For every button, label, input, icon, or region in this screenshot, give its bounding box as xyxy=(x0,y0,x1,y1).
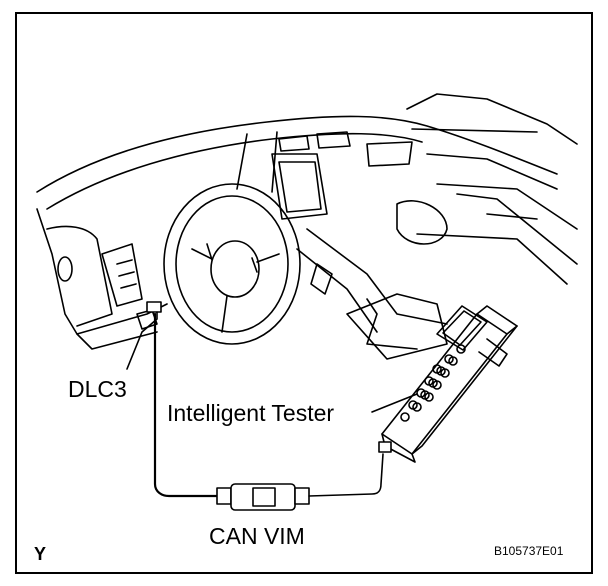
leader-tester xyxy=(371,393,418,413)
cable-dlc3-to-vim xyxy=(153,312,219,498)
diagram-frame: DLC3 Intelligent Tester CAN VIM Y B10573… xyxy=(15,12,593,574)
can-vim-module xyxy=(216,453,384,511)
figure-code: B105737E01 xyxy=(494,544,564,558)
corner-mark: Y xyxy=(34,544,47,564)
dlc3-label: DLC3 xyxy=(68,376,127,402)
can-vim-label: CAN VIM xyxy=(209,523,305,549)
steering-wheel xyxy=(163,183,301,345)
intelligent-tester-label: Intelligent Tester xyxy=(167,400,335,426)
dlc3-connector xyxy=(126,301,162,370)
dashboard-outline xyxy=(36,93,578,360)
intelligent-tester xyxy=(378,305,518,463)
vehicle-connection-diagram xyxy=(36,93,578,511)
